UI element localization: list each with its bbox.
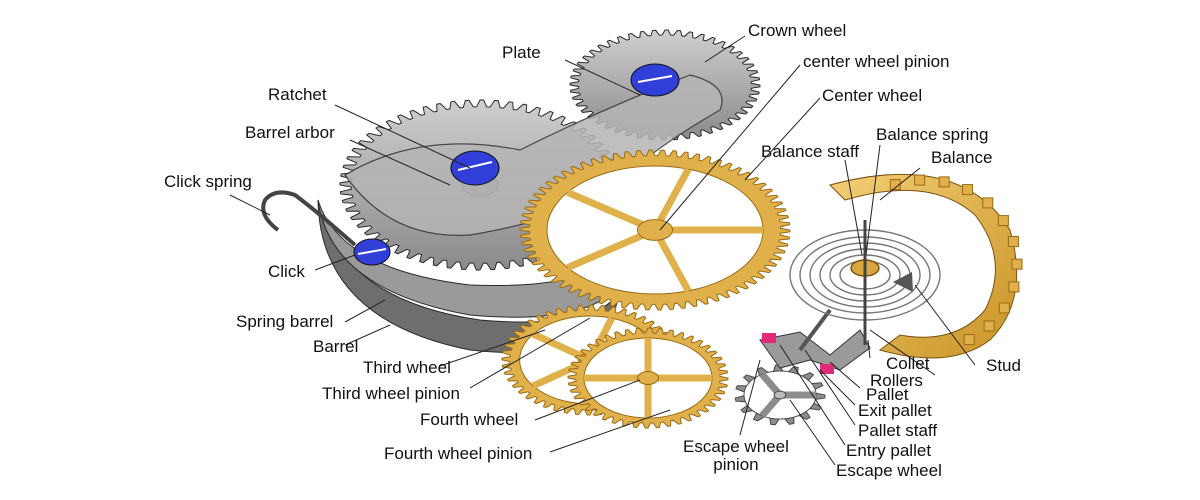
label-escape-wheel-pinion: Escape wheel pinion	[683, 437, 789, 474]
balance-screw	[982, 197, 994, 209]
label-pallet: Pallet	[866, 385, 909, 404]
balance-stud	[893, 272, 913, 292]
label-center-wheel: Center wheel	[822, 86, 923, 105]
balance-screw	[962, 184, 973, 196]
label-barrel: Barrel	[313, 337, 359, 356]
pallet-fork	[759, 308, 871, 374]
balance-screw	[997, 215, 1009, 227]
balance-wheel	[829, 173, 1023, 359]
label-fourth-wheel-pinion: Fourth wheel pinion	[384, 444, 533, 463]
blue-screw-crown	[630, 63, 680, 97]
label-rollers: Rollers	[870, 371, 923, 390]
balance-screw	[1011, 258, 1023, 270]
label-stud: Stud	[986, 356, 1021, 375]
balance-screw	[914, 174, 926, 186]
balance-screw	[963, 334, 975, 346]
fourth-wheel	[567, 327, 729, 429]
label-ratchet: Ratchet	[268, 85, 327, 104]
balance-screw	[889, 179, 901, 191]
balance-screw	[938, 176, 950, 188]
label-balance-spring: Balance spring	[876, 125, 989, 144]
click-spring	[261, 190, 357, 247]
balance-screw	[1008, 281, 1020, 293]
label-spring-barrel: Spring barrel	[236, 312, 334, 331]
blue-screw-click	[353, 238, 391, 266]
label-fourth-wheel: Fourth wheel	[420, 410, 519, 429]
label-barrel-arbor: Barrel arbor	[245, 123, 335, 142]
label-click: Click	[268, 262, 305, 281]
label-collet: Collet	[886, 354, 930, 373]
label-entry-pallet: Entry pallet	[846, 441, 932, 460]
label-plate: Plate	[502, 43, 541, 62]
label-balance-staff: Balance staff	[761, 142, 859, 161]
label-third-wheel: Third wheel	[363, 358, 451, 377]
leader-lines	[229, 35, 976, 466]
label-crown-wheel: Crown wheel	[748, 21, 847, 40]
blue-screw-ratchet	[450, 150, 500, 186]
balance-screw	[983, 320, 995, 332]
label-click-spring: Click spring	[164, 172, 252, 191]
label-third-wheel-pinion: Third wheel pinion	[322, 384, 460, 403]
label-pallet-staff: Pallet staff	[858, 421, 938, 440]
label-exit-pallet: Exit pallet	[858, 401, 932, 420]
label-balance: Balance	[931, 148, 993, 167]
label-escape-wheel: Escape wheel	[836, 461, 942, 480]
escape-wheel	[734, 364, 826, 426]
label-center-wheel-pinion: center wheel pinion	[803, 52, 950, 71]
balance-screw	[998, 302, 1010, 314]
balance-screw	[1007, 236, 1019, 247]
plate-bridge	[344, 74, 723, 236]
